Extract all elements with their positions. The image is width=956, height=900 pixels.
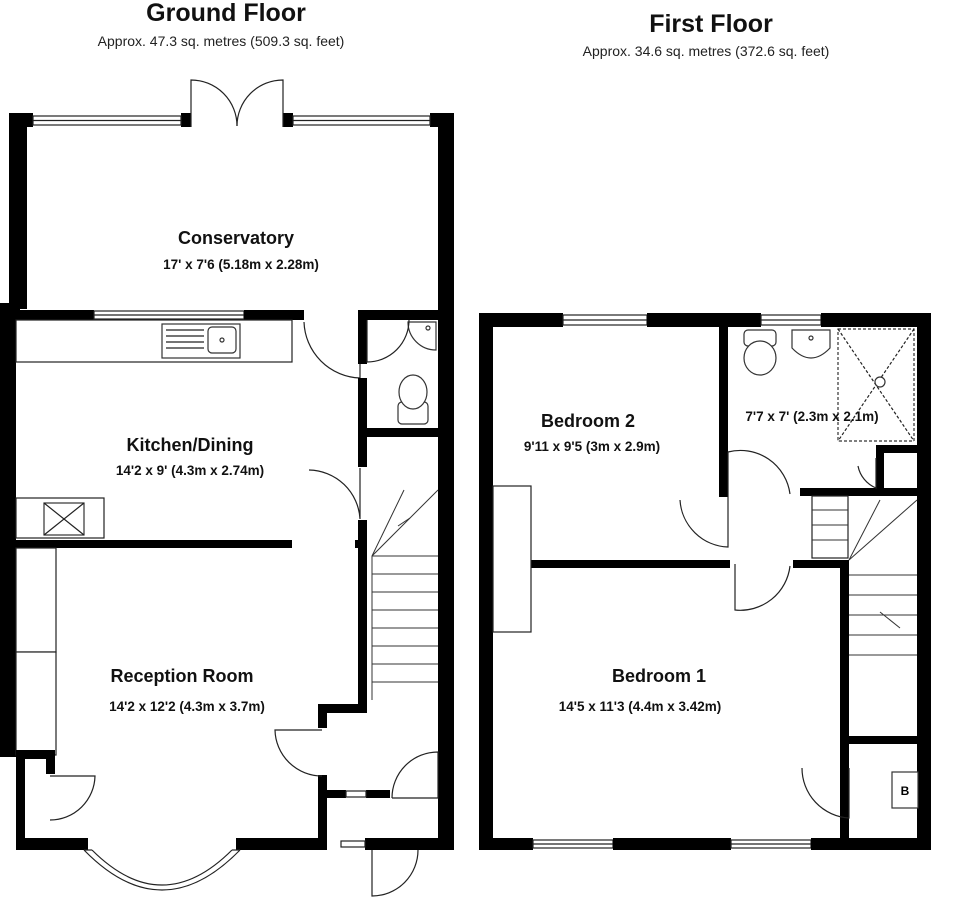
wall [876,445,917,453]
first-floor-title: First Floor [649,10,773,38]
hall-door [308,468,361,520]
wall [181,113,191,127]
wall [479,313,493,850]
room-name-bedroom-2: Bedroom 2 [541,411,635,431]
front-door [371,849,419,897]
wall [366,790,390,798]
wall [0,303,16,757]
room-dims-conservatory: 17' x 7'6 (5.18m x 2.28m) [163,257,319,272]
wall [318,704,327,728]
boiler-cupboard: B [801,767,919,819]
wall [800,488,917,496]
bathroom-cupboard-door [857,458,877,489]
room-dims-reception: 14'2 x 12'2 (4.3m x 3.7m) [109,699,265,714]
cupboard-door [49,775,96,821]
hob [15,497,105,539]
wall [244,310,304,320]
wall [811,838,931,850]
porch-door-inner [391,751,439,799]
room-name-reception: Reception Room [110,666,253,686]
wardrobe [492,485,532,633]
wall [840,560,849,838]
bathroom-door [727,449,791,497]
wall [16,838,88,850]
bedroom2-door [679,497,729,548]
wall [358,310,438,320]
sink [161,323,241,359]
wc-basin [407,321,437,351]
wall [479,838,533,850]
room-dims-bathroom: 7'7 x 7' (2.3m x 2.1m) [745,409,878,424]
wc-door [366,319,410,363]
first-floor-area: Approx. 34.6 sq. metres (372.6 sq. feet) [583,43,830,59]
wall [917,313,931,850]
room-name-kitchen-dining: Kitchen/Dining [127,435,254,455]
wall [647,313,761,327]
wall [358,437,367,467]
bedroom1-door [734,564,791,611]
worktop [15,319,293,363]
room-dims-kitchen-dining: 14'2 x 9' (4.3m x 2.74m) [116,463,264,478]
ground-floor-area: Approx. 47.3 sq. metres (509.3 sq. feet) [98,33,345,49]
wall [318,790,346,798]
boiler-label: B [901,784,910,798]
ground-floor-plan: Ground Floor Approx. 47.3 sq. metres (50… [0,0,454,897]
wall [719,327,728,497]
shower [837,328,915,442]
wall [16,310,94,320]
wall [318,775,327,850]
bay-window [83,849,241,891]
staircase [371,489,439,700]
room-dims-bedroom-1: 14'5 x 11'3 (4.4m x 3.42m) [559,699,722,714]
wall [793,560,847,568]
wall [821,313,931,327]
wall [283,113,293,127]
wall [438,113,454,850]
inner-porch-door [274,729,323,777]
wall [355,540,363,548]
ground-floor-title: Ground Floor [146,0,306,27]
room-name-bedroom-1: Bedroom 1 [612,666,706,686]
window [345,790,367,798]
window [340,840,366,848]
wc-toilet [397,374,429,425]
wall [876,445,884,488]
room-dims-bedroom-2: 9'11 x 9'5 (3m x 2.9m) [524,439,660,454]
wall [16,750,46,759]
wall [479,313,563,327]
unit [15,651,57,756]
wall [849,736,917,744]
wall [358,520,367,710]
wall [9,113,27,309]
wall [318,704,367,713]
wall [16,540,292,548]
wall [16,750,25,840]
wall [613,838,731,850]
wall [236,838,326,850]
wall [358,378,367,438]
french-doors [190,79,284,127]
wall [46,750,55,774]
room-name-conservatory: Conservatory [178,228,294,248]
first-floor-plan: First Floor Approx. 34.6 sq. metres (372… [479,10,931,850]
wall [365,838,454,850]
bath-basin [791,329,831,359]
wall [358,320,367,364]
door-kitchen [303,320,361,379]
wall [493,560,730,568]
first-floor-staircase [811,495,918,656]
wall [0,303,20,317]
wall [358,428,438,437]
unit [15,547,57,653]
bath-toilet [743,329,777,376]
